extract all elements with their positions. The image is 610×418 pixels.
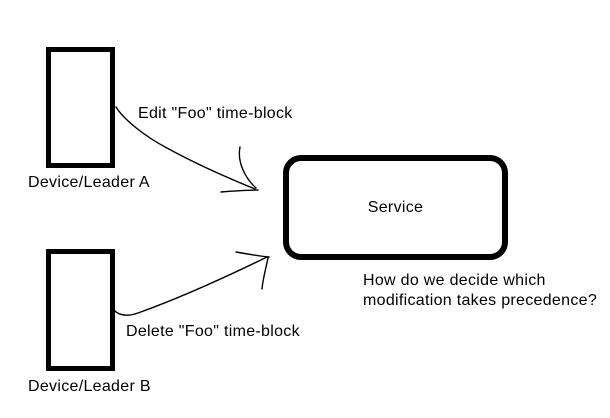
- annotation-line-2: modification takes precedence?: [363, 292, 598, 309]
- annotation-question: How do we decide which modification take…: [363, 271, 597, 311]
- annotation-line-1: How do we decide which: [363, 272, 546, 289]
- arrow-b-shaft: [114, 256, 268, 316]
- node-device-b: [46, 249, 115, 371]
- node-service: Service: [283, 155, 508, 260]
- node-service-label: Service: [367, 198, 424, 216]
- arrow-a-shaft: [115, 106, 256, 190]
- arrow-a-head-curve: [238, 146, 257, 189]
- node-device-a: [46, 47, 115, 168]
- arrow-b-head-line: [235, 251, 270, 258]
- node-device-b-label: Device/Leader B: [28, 378, 151, 395]
- edge-label-edit: Edit "Foo" time-block: [138, 105, 293, 122]
- arrow-a-head-line: [220, 189, 259, 193]
- arrow-b-head-curve: [261, 257, 269, 290]
- node-device-a-label: Device/Leader A: [28, 174, 150, 191]
- edge-label-delete: Delete "Foo" time-block: [126, 323, 300, 340]
